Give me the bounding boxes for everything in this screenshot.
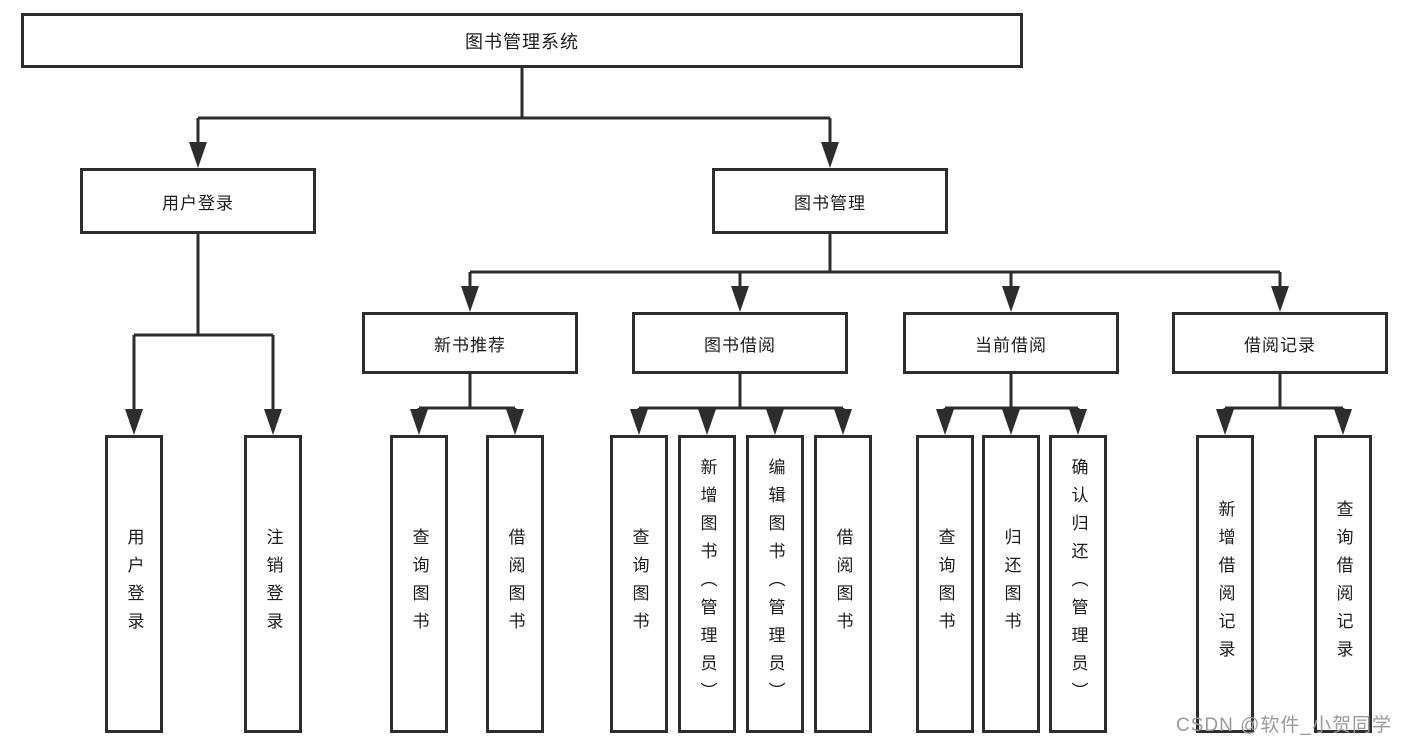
- leaf-nbr-borrow-books: 借阅图书: [486, 435, 544, 733]
- node-root-label: 图书管理系统: [465, 31, 579, 52]
- node-user-login-label: 用户登录: [162, 193, 234, 213]
- leaf-nbr-query-books: 查询图书: [390, 435, 448, 733]
- leaf-cb-confirm-return-admin: 确认归还（管理员）: [1049, 435, 1107, 733]
- leaf-cb-return-books-label: 归还图书: [1001, 528, 1021, 640]
- node-book-management-label: 图书管理: [794, 193, 866, 213]
- leaf-nbr-borrow-books-label: 借阅图书: [505, 528, 525, 640]
- node-borrow-records: 借阅记录: [1172, 312, 1388, 374]
- leaf-cb-query-books: 查询图书: [916, 435, 974, 733]
- node-book-borrow-label: 图书借阅: [704, 335, 776, 355]
- node-root: 图书管理系统: [21, 13, 1023, 68]
- leaf-br-add-record-label: 新增借阅记录: [1215, 500, 1235, 668]
- node-book-borrow: 图书借阅: [632, 312, 848, 374]
- node-book-management: 图书管理: [712, 168, 948, 234]
- node-current-borrow: 当前借阅: [903, 312, 1119, 374]
- leaf-cb-return-books: 归还图书: [982, 435, 1040, 733]
- leaf-user-login: 用户登录: [105, 435, 163, 733]
- leaf-bb-borrow-books-label: 借阅图书: [833, 528, 853, 640]
- leaf-bb-borrow-books: 借阅图书: [814, 435, 872, 733]
- connector-borrow-records-to-leaves: [1223, 374, 1345, 416]
- connector-book-mgmt-to-level3: [468, 234, 1282, 292]
- leaf-bb-add-books-admin: 新增图书（管理员）: [678, 435, 736, 733]
- connector-book-borrow-to-leaves: [637, 374, 845, 416]
- leaf-cb-confirm-return-admin-label: 确认归还（管理员）: [1068, 458, 1088, 710]
- leaf-bb-query-books-label: 查询图书: [629, 528, 649, 640]
- leaf-bb-query-books: 查询图书: [610, 435, 668, 733]
- connector-user-login-to-leaves: [132, 234, 275, 415]
- node-new-book-recommend: 新书推荐: [362, 312, 578, 374]
- leaf-bb-add-books-admin-label: 新增图书（管理员）: [697, 458, 717, 710]
- leaf-logout-label: 注销登录: [263, 528, 283, 640]
- connector-root-to-level2: [196, 68, 832, 152]
- leaf-br-add-record: 新增借阅记录: [1196, 435, 1254, 733]
- leaf-br-query-record: 查询借阅记录: [1314, 435, 1372, 733]
- node-user-login: 用户登录: [80, 168, 316, 234]
- leaf-nbr-query-books-label: 查询图书: [409, 528, 429, 640]
- connector-current-borrow-to-leaves: [943, 374, 1080, 416]
- connector-new-book-rec-to-leaves: [417, 374, 517, 416]
- node-borrow-records-label: 借阅记录: [1244, 335, 1316, 355]
- leaf-br-query-record-label: 查询借阅记录: [1333, 500, 1353, 668]
- leaf-user-login-label: 用户登录: [124, 528, 144, 640]
- node-current-borrow-label: 当前借阅: [975, 335, 1047, 355]
- leaf-cb-query-books-label: 查询图书: [935, 528, 955, 640]
- leaf-bb-edit-books-admin-label: 编辑图书（管理员）: [765, 458, 785, 710]
- leaf-logout: 注销登录: [244, 435, 302, 733]
- csdn-watermark: CSDN @软件_小贺同学: [1176, 715, 1392, 736]
- node-new-book-recommend-label: 新书推荐: [434, 335, 506, 355]
- leaf-bb-edit-books-admin: 编辑图书（管理员）: [746, 435, 804, 733]
